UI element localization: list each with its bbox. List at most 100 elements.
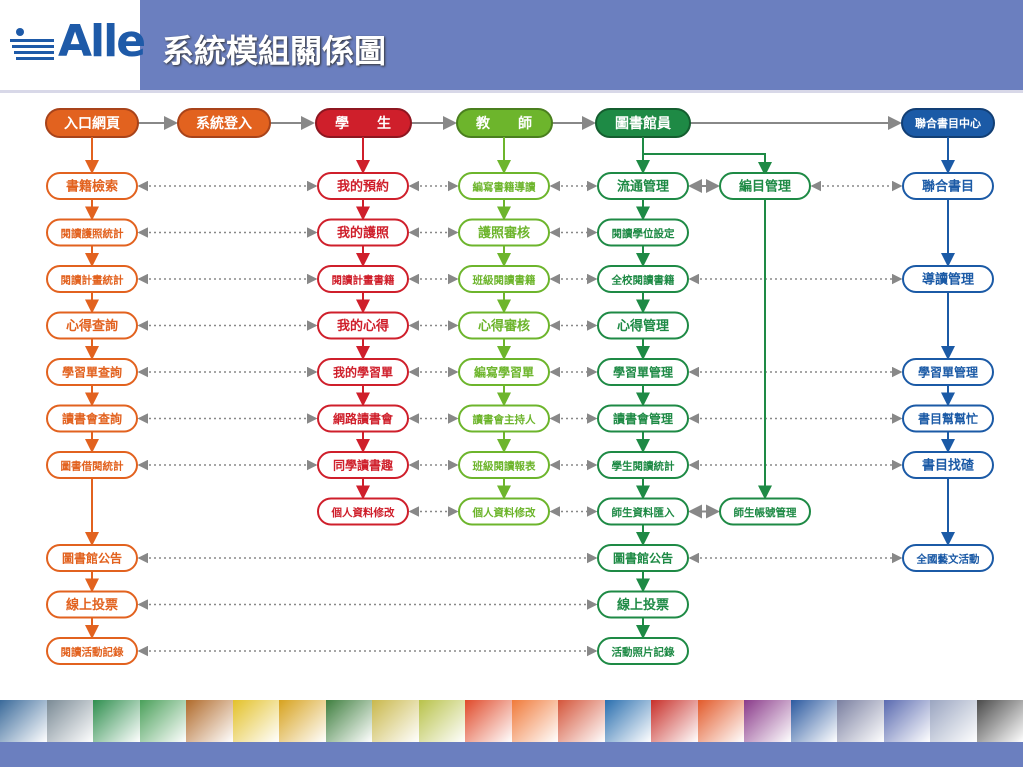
node-union-2[interactable]: 學習單管理 (902, 358, 994, 386)
logo-area: Alle (0, 0, 146, 90)
node-librarian-7-label: 師生資料匯入 (612, 506, 675, 519)
node-portal-6[interactable]: 圖書借閱統計 (46, 451, 138, 479)
node-librarian-10[interactable]: 活動照片記錄 (597, 637, 689, 665)
node-student-5[interactable]: 網路讀書會 (317, 404, 409, 433)
strip-tile (418, 700, 465, 742)
logo-text: Alle (58, 16, 146, 67)
node-student-3[interactable]: 我的心得 (317, 311, 409, 340)
strip-tile (790, 700, 837, 742)
node-catalog-0-label: 編目管理 (739, 179, 791, 195)
strip-tile (930, 700, 977, 742)
node-portal-9[interactable]: 閱讀活動記錄 (46, 637, 138, 665)
node-librarian-label: 圖書館員 (615, 115, 671, 132)
node-librarian-5-label: 讀書會管理 (613, 411, 673, 426)
node-librarian-2[interactable]: 全校閱讀書籍 (597, 265, 689, 293)
node-student-6-label: 同學讀書趣 (333, 458, 394, 473)
strip-tile (837, 700, 884, 742)
node-portal-0[interactable]: 書籍檢索 (46, 172, 138, 200)
node-student-7-label: 個人資料修改 (331, 506, 395, 519)
node-portal-4-label: 學習單查詢 (62, 365, 122, 380)
node-union-center-label: 聯合書目中心 (915, 116, 981, 130)
node-teacher-3-label: 心得審核 (478, 318, 530, 334)
header-divider (0, 90, 1023, 93)
node-student-6[interactable]: 同學讀書趣 (317, 451, 409, 479)
node-librarian-1[interactable]: 閱讀學位設定 (597, 218, 689, 247)
node-librarian-9-label: 線上投票 (617, 597, 669, 613)
page-title: 系統模組關係圖 (162, 32, 387, 70)
strip-tile (186, 700, 233, 742)
node-librarian-6[interactable]: 學生閱讀統計 (597, 451, 689, 479)
node-portal-0-label: 書籍檢索 (66, 179, 118, 195)
node-student-3-label: 我的心得 (337, 318, 389, 334)
node-portal-4[interactable]: 學習單查詢 (46, 358, 138, 386)
node-librarian-5[interactable]: 讀書會管理 (597, 404, 689, 433)
node-teacher-5[interactable]: 讀書會主持人 (458, 404, 550, 433)
node-union-center[interactable]: 聯合書目中心 (901, 108, 995, 138)
node-portal-2-label: 閱讀計畫統計 (61, 274, 124, 287)
node-librarian-3-label: 心得管理 (617, 318, 669, 334)
node-student-0[interactable]: 我的預約 (317, 172, 409, 200)
node-librarian-0[interactable]: 流通管理 (597, 172, 689, 200)
node-teacher-label: 教 師 (476, 115, 532, 132)
node-librarian-6-label: 學生閱讀統計 (612, 460, 675, 473)
node-librarian-9[interactable]: 線上投票 (597, 590, 689, 619)
node-teacher-4[interactable]: 編寫學習單 (458, 358, 550, 386)
node-student-1[interactable]: 我的護照 (317, 218, 409, 247)
node-student-2-label: 閱讀計畫書籍 (332, 274, 395, 287)
strip-tile (976, 700, 1023, 742)
node-librarian-8[interactable]: 圖書館公告 (597, 544, 689, 572)
strip-tile (465, 700, 512, 742)
node-librarian-10-label: 活動照片記錄 (612, 646, 675, 659)
node-teacher-6[interactable]: 班級閱讀報表 (458, 451, 550, 479)
node-union-3[interactable]: 書目幫幫忙 (902, 404, 994, 433)
node-portal-3-label: 心得查詢 (66, 318, 118, 334)
node-login[interactable]: 系統登入 (177, 108, 271, 138)
strip-tile (232, 700, 279, 742)
node-librarian-7[interactable]: 師生資料匯入 (597, 497, 689, 526)
node-teacher-0[interactable]: 編寫書籍導讀 (458, 172, 550, 200)
node-portal-7[interactable]: 圖書館公告 (46, 544, 138, 572)
node-union-4[interactable]: 書目找碴 (902, 451, 994, 479)
node-librarian-4[interactable]: 學習單管理 (597, 358, 689, 386)
node-student-5-label: 網路讀書會 (333, 411, 394, 426)
strip-tile (325, 700, 372, 742)
node-teacher-3[interactable]: 心得審核 (458, 311, 550, 340)
node-portal-label: 入口網頁 (64, 115, 120, 132)
node-librarian-4-label: 學習單管理 (613, 365, 673, 380)
node-portal-5-label: 讀書會查詢 (62, 411, 122, 426)
node-student-7[interactable]: 個人資料修改 (317, 497, 409, 526)
node-portal-3[interactable]: 心得查詢 (46, 311, 138, 340)
node-teacher-2[interactable]: 班級閱讀書籍 (458, 265, 550, 293)
module-diagram: 入口網頁 系統登入 學 生 教 師 圖書館員 聯合書目中心 書籍檢索閱讀護照統計… (45, 108, 995, 665)
node-portal[interactable]: 入口網頁 (45, 108, 139, 138)
node-portal-7-label: 圖書館公告 (62, 551, 122, 566)
strip-tile (0, 700, 47, 742)
node-librarian-8-label: 圖書館公告 (613, 551, 673, 566)
node-portal-1-label: 閱讀護照統計 (61, 227, 124, 240)
node-union-0[interactable]: 聯合書目 (902, 172, 994, 200)
node-librarian-3[interactable]: 心得管理 (597, 311, 689, 340)
node-portal-8[interactable]: 線上投票 (46, 590, 138, 619)
node-portal-1[interactable]: 閱讀護照統計 (46, 218, 138, 247)
node-student[interactable]: 學 生 (315, 108, 412, 138)
node-student-4[interactable]: 我的學習單 (317, 358, 409, 386)
node-teacher[interactable]: 教 師 (456, 108, 553, 138)
strip-tile (697, 700, 744, 742)
node-portal-9-label: 閱讀活動記錄 (61, 646, 124, 659)
node-teacher-1[interactable]: 護照審核 (458, 218, 550, 247)
node-catalog-0[interactable]: 編目管理 (719, 172, 811, 200)
node-portal-5[interactable]: 讀書會查詢 (46, 404, 138, 433)
node-union-1-label: 導讀管理 (922, 272, 974, 288)
decorative-image-strip (0, 700, 1023, 742)
node-librarian-2-label: 全校閱讀書籍 (611, 274, 675, 287)
node-portal-8-label: 線上投票 (66, 597, 118, 613)
node-teacher-7[interactable]: 個人資料修改 (458, 497, 550, 526)
node-portal-2[interactable]: 閱讀計畫統計 (46, 265, 138, 293)
node-teacher-1-label: 護照審核 (478, 225, 530, 241)
node-catalog-1[interactable]: 師生帳號管理 (719, 497, 811, 526)
node-union-1[interactable]: 導讀管理 (902, 265, 994, 293)
node-union-5[interactable]: 全國藝文活動 (902, 544, 994, 572)
node-student-2[interactable]: 閱讀計畫書籍 (317, 265, 409, 293)
node-librarian[interactable]: 圖書館員 (595, 108, 691, 138)
node-student-0-label: 我的預約 (337, 179, 389, 195)
